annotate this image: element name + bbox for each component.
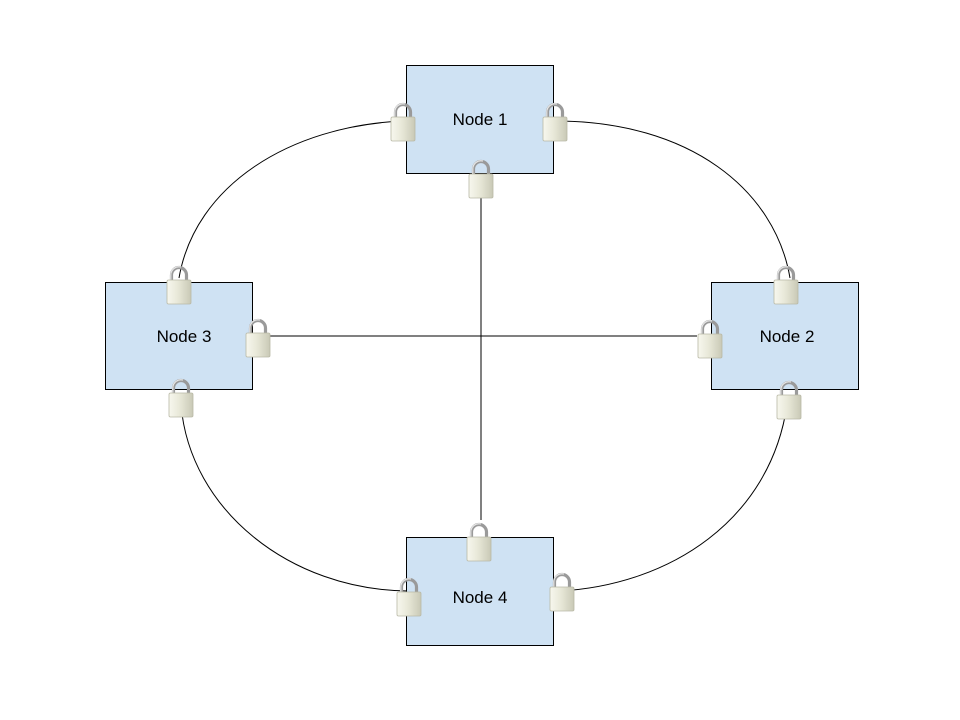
node-3-lock-bottom-padlock-icon — [168, 378, 194, 418]
link-node2-node4 — [559, 404, 788, 592]
node-1-lock-bottom-padlock-icon — [468, 159, 494, 199]
link-node4-node3 — [180, 404, 409, 592]
node-1-box — [406, 65, 554, 174]
node-1-lock-left-padlock-icon — [390, 102, 416, 142]
node-1-lock-right-padlock-icon — [542, 102, 568, 142]
padlock-icons — [166, 102, 802, 617]
node-3-lock-right-padlock-icon — [245, 318, 271, 358]
node-4-lock-top-padlock-icon — [466, 522, 492, 562]
connections — [178, 120, 791, 592]
node-4-lock-right-padlock-icon — [549, 572, 575, 612]
node-4-label: Node 4 — [453, 588, 508, 607]
node-1-label: Node 1 — [453, 110, 508, 129]
node-3-label: Node 3 — [157, 327, 212, 346]
node-2-lock-top-padlock-icon — [773, 265, 799, 305]
node-3-lock-top-padlock-icon — [166, 265, 192, 305]
link-node3-node1 — [178, 120, 404, 279]
node-2-lock-bottom-padlock-icon — [776, 380, 802, 420]
link-node1-node2 — [554, 120, 791, 279]
node-2-label: Node 2 — [760, 327, 815, 346]
node-1[interactable]: Node 1 — [406, 65, 554, 174]
node-4-lock-left-padlock-icon — [396, 577, 422, 617]
node-2-lock-left-padlock-icon — [697, 319, 723, 359]
